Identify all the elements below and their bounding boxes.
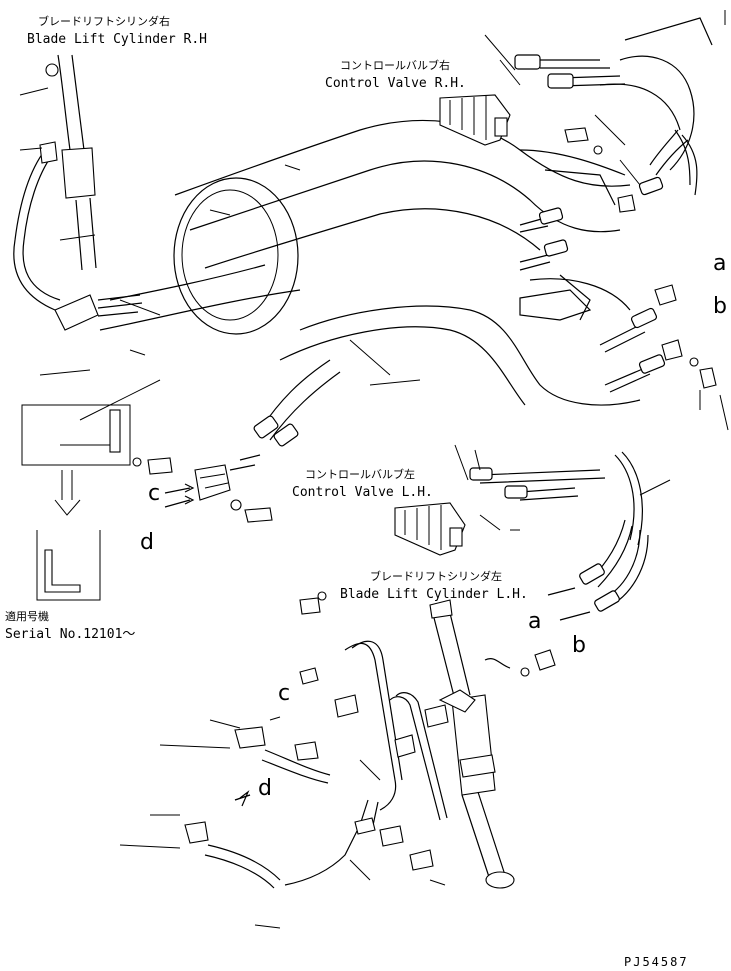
- connection-a-upper: a: [713, 251, 726, 276]
- drawing-code: PJ54587: [624, 955, 689, 969]
- hoses-upper: [514, 54, 717, 393]
- hoses-center: [132, 359, 341, 523]
- serial-inset: [21, 379, 161, 601]
- blade-lift-cylinder-lh: [429, 599, 515, 889]
- serial-jp-label: 適用号機: [5, 609, 49, 623]
- connection-d-lower: d: [258, 776, 272, 801]
- hoses-lower: [469, 451, 649, 677]
- connection-c-lower: c: [278, 681, 290, 706]
- blade-lift-cylinder-rh: [13, 54, 143, 331]
- main-frame: [99, 17, 713, 406]
- serial-number-label: Serial No.12101～: [5, 627, 135, 642]
- blade-lift-cylinder-lh-label: Blade Lift Cylinder L.H.: [340, 587, 528, 602]
- hoses-lower-left: [184, 591, 449, 889]
- connection-a-lower: a: [528, 609, 541, 634]
- control-valve-lh: [394, 502, 466, 556]
- connection-b-lower: b: [572, 633, 586, 658]
- blade-lift-cylinder-rh-jp-label: ブレードリフトシリンダ右: [38, 14, 170, 28]
- control-valve-rh: [439, 94, 511, 146]
- control-valve-rh-label: Control Valve R.H.: [325, 76, 466, 91]
- leader-lines: [19, 10, 729, 929]
- control-valve-rh-jp-label: コントロールバルブ右: [340, 58, 450, 72]
- blade-lift-cylinder-rh-label: Blade Lift Cylinder R.H: [27, 32, 207, 47]
- control-valve-lh-jp-label: コントロールバルブ左: [305, 467, 415, 481]
- connection-b-upper: b: [713, 294, 727, 319]
- control-valve-lh-label: Control Valve L.H.: [292, 485, 433, 500]
- connection-c-upper: c: [148, 481, 160, 506]
- blade-lift-cylinder-lh-jp-label: ブレードリフトシリンダ左: [370, 569, 502, 583]
- connection-d-upper: d: [140, 530, 154, 555]
